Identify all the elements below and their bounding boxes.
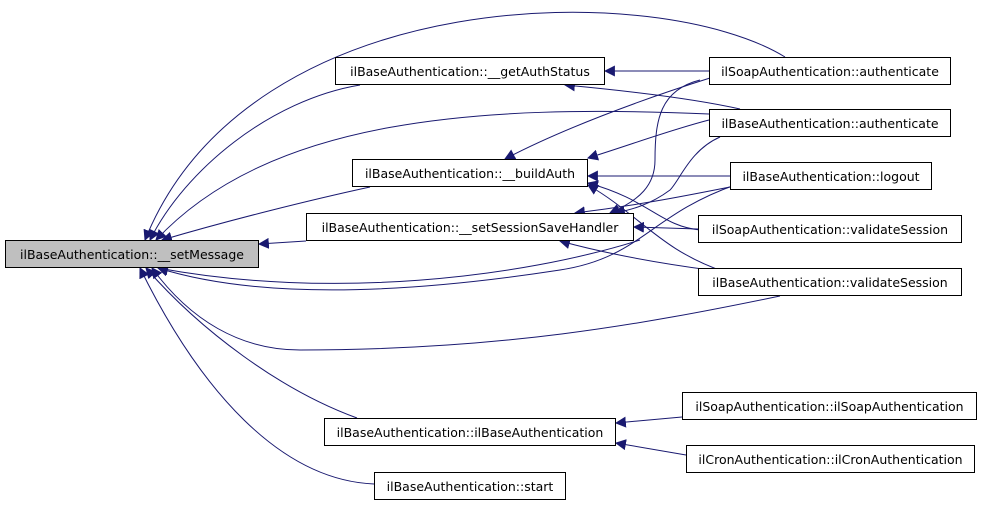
node-set-message: ilBaseAuthentication::__setMessage bbox=[5, 240, 259, 268]
edge-soapvalidate-to-sessionhandler bbox=[632, 221, 699, 233]
edge-baseconstructor-to-setmessage bbox=[145, 267, 358, 419]
edge-logout-to-sessionhandler bbox=[573, 184, 741, 218]
node-set-session-save-handler[interactable]: ilBaseAuthentication::__setSessionSaveHa… bbox=[306, 213, 634, 241]
node-cron-constructor[interactable]: ilCronAuthentication::ilCronAuthenticati… bbox=[686, 445, 975, 473]
edge-basevalidate-to-setmessage bbox=[151, 267, 781, 351]
edge-buildauth-to-setmessage bbox=[160, 186, 371, 243]
edge-logout-to-setmessage bbox=[156, 184, 736, 291]
edge-cronconstructor-to-baseconstructor bbox=[614, 439, 687, 456]
edge-baseauth-to-sessionhandler bbox=[613, 136, 721, 217]
node-build-auth[interactable]: ilBaseAuthentication::__buildAuth bbox=[352, 159, 588, 187]
edge-basevalidate-to-sessionhandler bbox=[558, 238, 711, 271]
edge-soapauth-to-sessionhandler bbox=[608, 79, 701, 215]
edge-soapconstructor-to-baseconstructor bbox=[614, 416, 683, 428]
edge-soapauth-to-setmessage bbox=[143, 11, 786, 242]
node-base-logout[interactable]: ilBaseAuthentication::logout bbox=[730, 162, 932, 190]
edge-soapvalidate-to-setmessage bbox=[156, 239, 641, 284]
edge-soapauth-to-buildauth bbox=[504, 77, 711, 160]
edge-baseauth-to-getauthstatus bbox=[563, 80, 741, 110]
node-soap-authenticate[interactable]: ilSoapAuthentication::authenticate bbox=[709, 57, 951, 85]
edge-getauthstatus-to-setmessage bbox=[149, 84, 361, 241]
node-soap-validate-session[interactable]: ilSoapAuthentication::validateSession bbox=[698, 215, 962, 243]
edge-sessionhandler-to-setmessage bbox=[257, 237, 307, 249]
node-base-constructor[interactable]: ilBaseAuthentication::ilBaseAuthenticati… bbox=[324, 418, 616, 446]
edge-basevalidate-to-buildauth bbox=[587, 184, 726, 273]
edge-start-to-setmessage bbox=[139, 267, 375, 485]
edge-baseauth-to-buildauth bbox=[586, 119, 710, 161]
edge-soapvalidate-to-buildauth bbox=[586, 180, 701, 231]
node-base-authenticate[interactable]: ilBaseAuthentication::authenticate bbox=[709, 109, 951, 137]
node-base-validate-session[interactable]: ilBaseAuthentication::validateSession bbox=[698, 268, 962, 296]
node-soap-constructor[interactable]: ilSoapAuthentication::ilSoapAuthenticati… bbox=[682, 392, 977, 420]
node-get-auth-status[interactable]: ilBaseAuthentication::__getAuthStatus bbox=[335, 57, 605, 85]
node-start[interactable]: ilBaseAuthentication::start bbox=[374, 472, 566, 500]
